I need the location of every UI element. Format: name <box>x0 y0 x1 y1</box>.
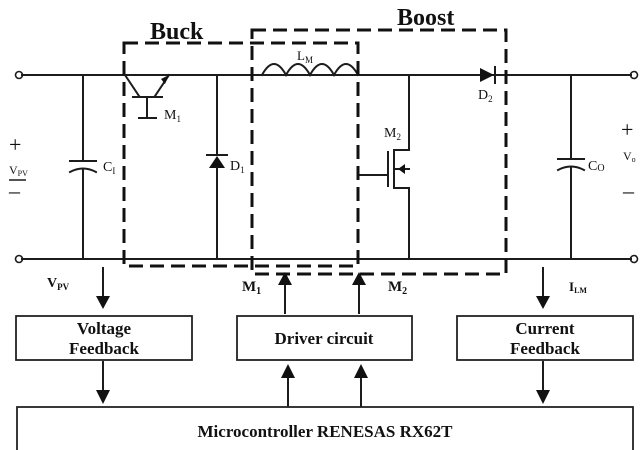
buck-region <box>122 41 360 268</box>
voltage-feedback-block <box>15 315 193 361</box>
switch-m1-label: M1 <box>164 108 181 124</box>
terminal-top-left <box>14 70 24 80</box>
diode-d2-label: D2 <box>478 88 493 104</box>
output-capacitor <box>556 74 586 260</box>
current-feedback-line1: Current <box>515 319 575 338</box>
output-capacitor-label: CO <box>588 159 605 174</box>
output-voltage-label: Vo <box>623 149 636 164</box>
microcontroller-block <box>16 406 634 450</box>
input-capacitor <box>68 74 98 260</box>
m1-signal-label: M1 <box>242 279 261 297</box>
terminal-top-right <box>629 70 639 80</box>
m1-gate-arrow <box>278 272 292 314</box>
inductor-symbol <box>260 63 360 78</box>
current-feedback-line2: Feedback <box>510 339 580 358</box>
driver-circuit-block <box>236 315 413 361</box>
voltage-feedback-line1: Voltage <box>77 319 132 338</box>
switch-m2-label: M2 <box>384 126 401 142</box>
input-plus: + <box>9 132 21 157</box>
inductor-label: LM <box>297 48 313 65</box>
cfb-to-mcu-arrow <box>536 361 550 404</box>
mcu-to-driver-m1-arrow <box>281 364 295 407</box>
ilm-sense-arrow <box>536 267 550 309</box>
ilm-signal-label: ILM <box>569 279 587 295</box>
m2-signal-label: M2 <box>388 279 407 297</box>
current-feedback-block <box>456 315 634 361</box>
input-voltage-label: VPV <box>9 163 28 178</box>
vpv-signal-label: VPV <box>47 276 70 292</box>
output-plus: + <box>621 117 633 142</box>
mcu-to-driver-m2-arrow <box>354 364 368 407</box>
diode-d1-symbol <box>206 74 228 260</box>
output-minus: – <box>622 178 635 203</box>
terminal-bottom-right <box>629 254 639 264</box>
microcontroller-label: Microcontroller RENESAS RX62T <box>198 422 454 441</box>
buck-title: Buck <box>150 19 204 45</box>
switch-m2-symbol <box>359 74 410 260</box>
switch-m1-symbol <box>123 73 171 119</box>
voltage-feedback-line2: Feedback <box>69 339 139 358</box>
vfb-to-mcu-arrow <box>96 361 110 404</box>
m2-gate-arrow <box>352 272 366 314</box>
driver-circuit-label: Driver circuit <box>275 329 374 348</box>
input-capacitor-label: CI <box>103 160 115 176</box>
input-minus: – <box>8 178 21 203</box>
diode-d2-symbol <box>480 66 496 84</box>
vpv-sense-arrow <box>96 267 110 309</box>
diode-d1-label: D1 <box>230 159 245 175</box>
terminal-bottom-left <box>14 254 24 264</box>
boost-title: Boost <box>397 5 454 31</box>
boost-region <box>250 28 508 276</box>
